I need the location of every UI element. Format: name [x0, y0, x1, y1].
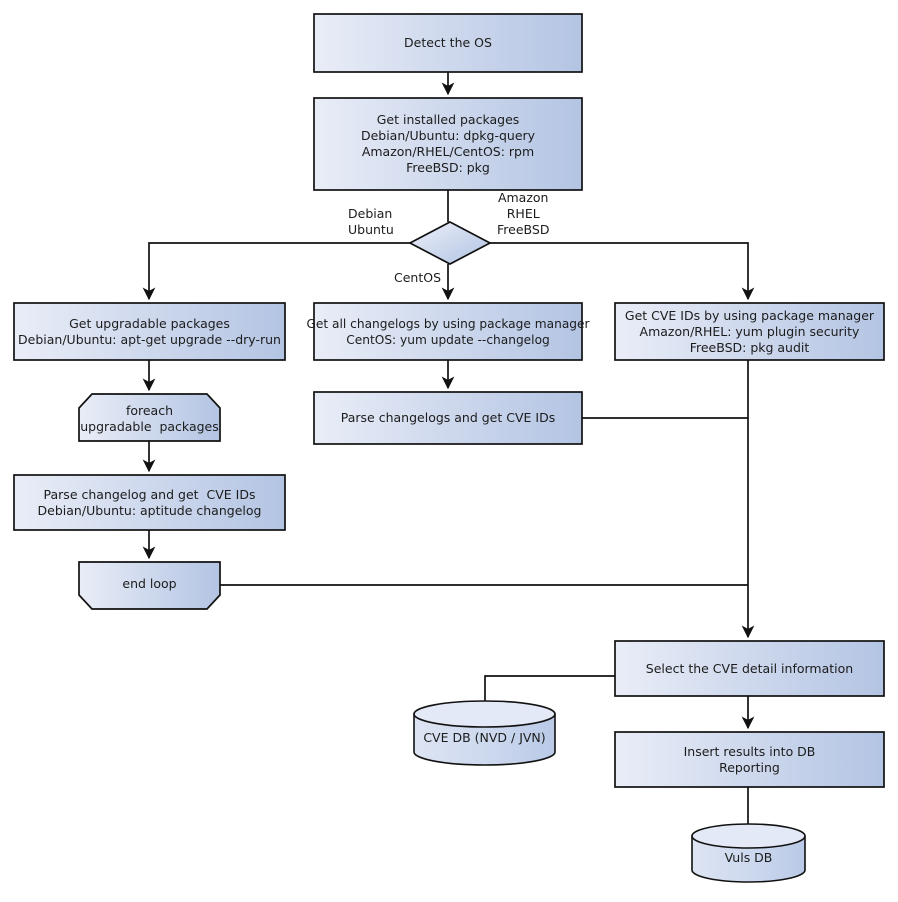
node-insert-results[interactable]: [614, 731, 885, 788]
edge-label-debian-ubuntu: Debian Ubuntu: [348, 206, 394, 237]
node-detect-os[interactable]: [313, 13, 583, 73]
node-vuls-db[interactable]: [691, 823, 806, 883]
node-get-upgradable-packages[interactable]: [13, 302, 286, 361]
node-os-decision[interactable]: [408, 221, 492, 265]
edge-decision-to-upgradable: [142, 242, 410, 301]
node-foreach-loop-start[interactable]: [78, 393, 221, 442]
node-select-cve-detail[interactable]: [614, 640, 885, 697]
node-end-loop[interactable]: [78, 561, 221, 610]
node-cve-db[interactable]: [413, 700, 556, 766]
edge-label-amazon-rhel-freebsd: Amazon RHEL FreeBSD: [497, 190, 550, 237]
node-parse-changelog-debian[interactable]: [13, 474, 286, 531]
node-get-installed-packages[interactable]: [313, 97, 583, 191]
edge-label-centos: CentOS: [394, 270, 442, 285]
node-parse-changelogs-centos[interactable]: [313, 391, 583, 445]
node-get-all-changelogs[interactable]: [313, 302, 583, 361]
node-get-cve-ids[interactable]: [614, 302, 885, 361]
edge-decision-to-cveids: [490, 242, 755, 301]
